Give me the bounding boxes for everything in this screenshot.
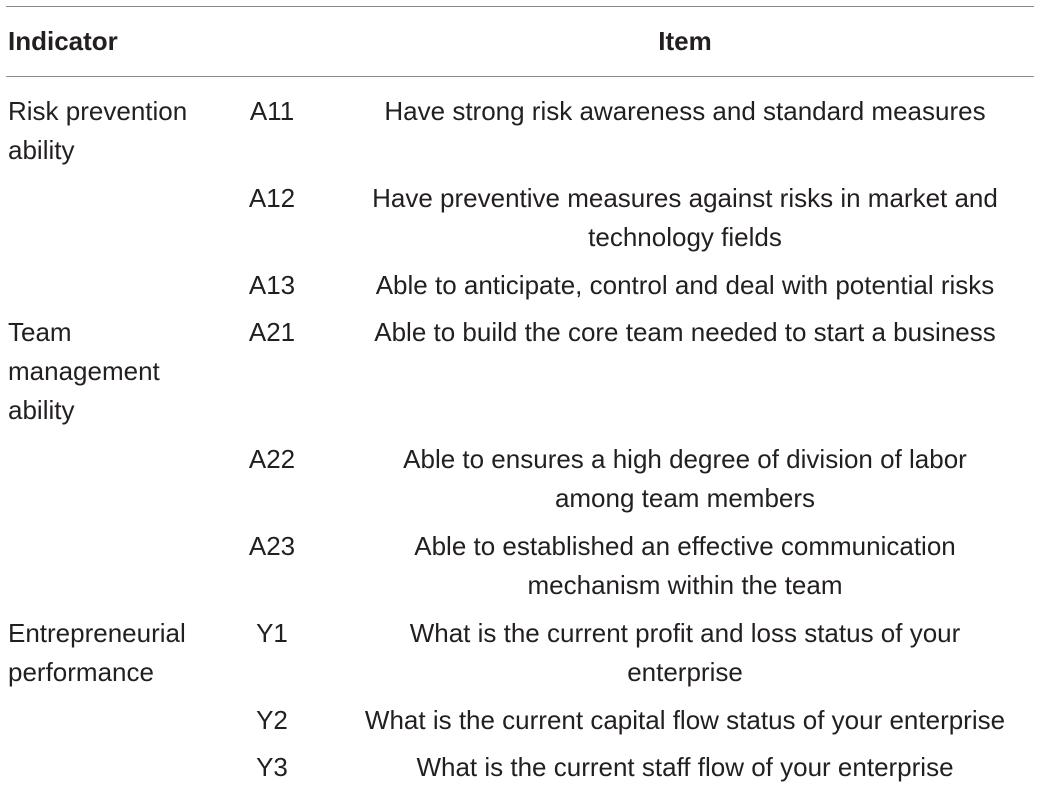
item-text: Have strong risk awareness and standard … (384, 96, 986, 126)
item-text: Able to build the core team needed to st… (374, 317, 996, 347)
item-text: Able to established an effective communi… (414, 531, 956, 600)
item-code: A12 (248, 183, 296, 213)
column-header-item: Item (658, 26, 712, 56)
item-text: Able to ensures a high degree of divisio… (403, 444, 967, 513)
item-code: A11 (249, 96, 295, 126)
table-top-rule (6, 6, 1034, 7)
indicator-entrepreneurial-performance: Entrepreneurial performance (8, 618, 186, 687)
item-text: Able to anticipate, control and deal wit… (375, 270, 995, 300)
item-text: What is the current staff flow of your e… (416, 752, 954, 782)
item-text: What is the current capital flow status … (364, 705, 1006, 735)
item-code: A13 (248, 270, 296, 300)
indicator-team-management: Team management ability (8, 317, 160, 425)
item-code: A21 (248, 317, 296, 347)
item-code: Y3 (256, 752, 288, 782)
item-code: Y2 (256, 705, 288, 735)
item-code: A23 (248, 531, 296, 561)
item-text: Have preventive measures against risks i… (372, 183, 998, 252)
indicator-risk-prevention: Risk prevention ability (8, 96, 188, 165)
item-code: A22 (248, 444, 296, 474)
item-code: Y1 (256, 618, 288, 648)
item-text: What is the current profit and loss stat… (409, 618, 961, 687)
column-header-indicator: Indicator (8, 26, 118, 56)
header-divider-rule (6, 76, 1034, 77)
